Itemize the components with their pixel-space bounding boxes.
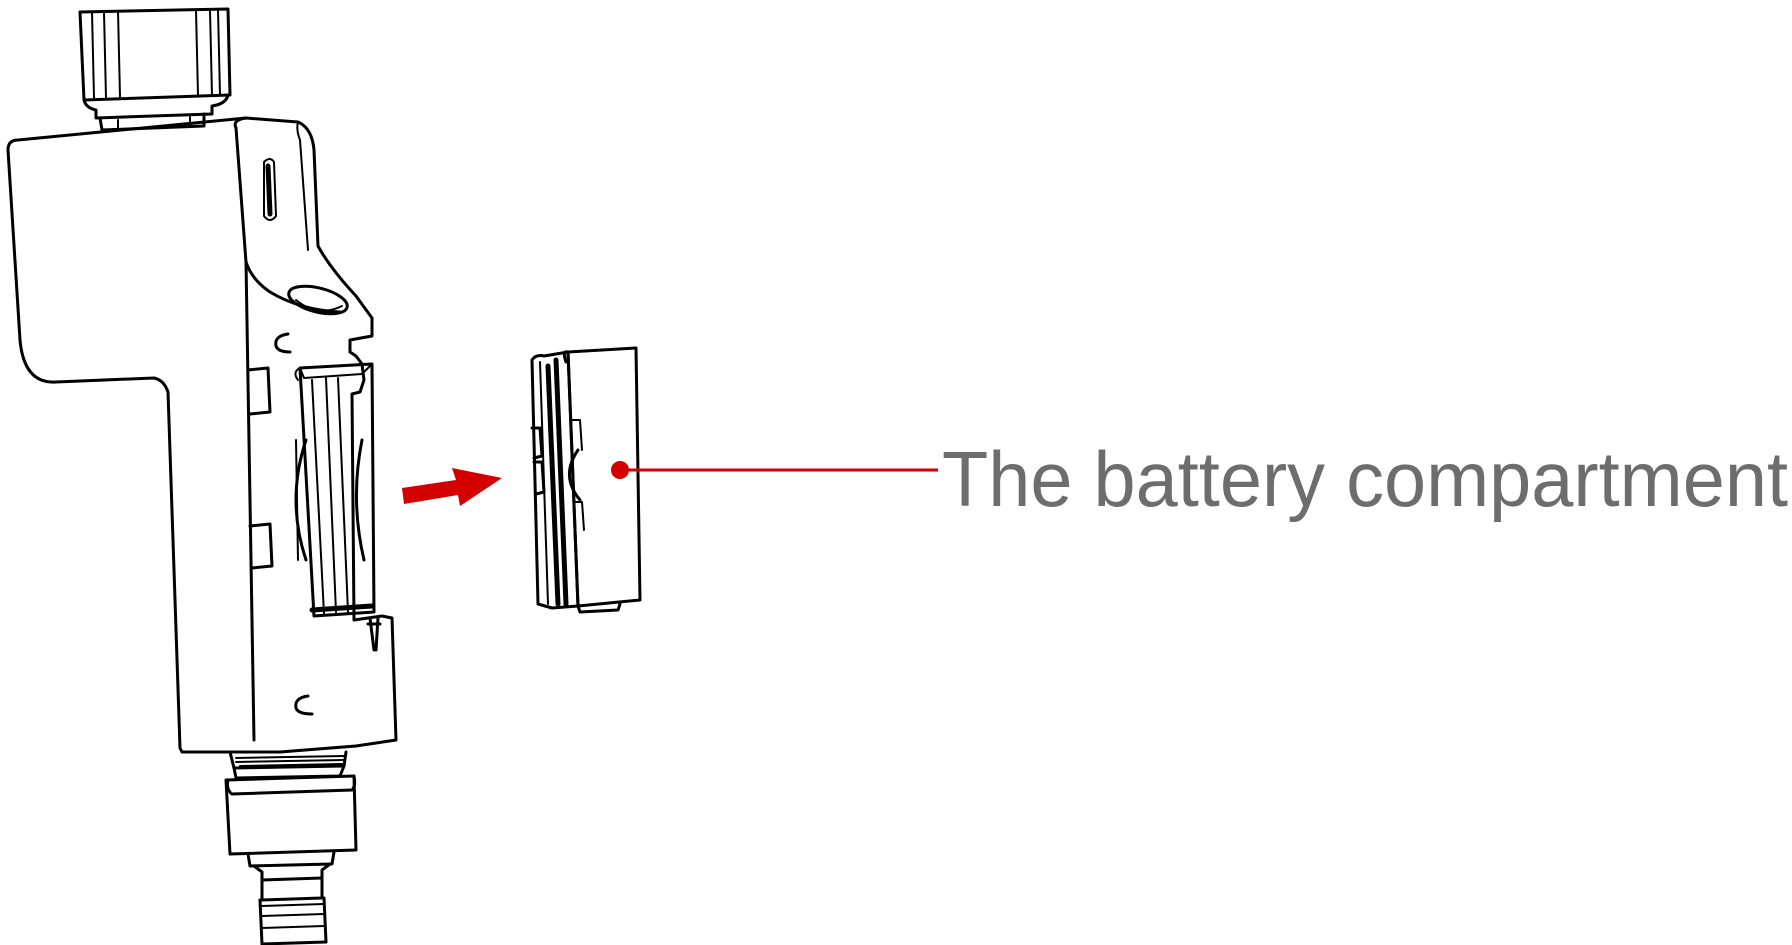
red-arrow-right-icon (402, 468, 502, 506)
battery-cavity (294, 362, 376, 618)
device-body (6, 7, 398, 945)
battery-compartment-part (530, 346, 642, 614)
top-coupling-nut (78, 7, 232, 132)
bottom-coupling (224, 774, 358, 945)
bottom-thread (228, 750, 348, 780)
callout-label: The battery compartment (942, 435, 1788, 523)
housing-outline (6, 116, 398, 754)
